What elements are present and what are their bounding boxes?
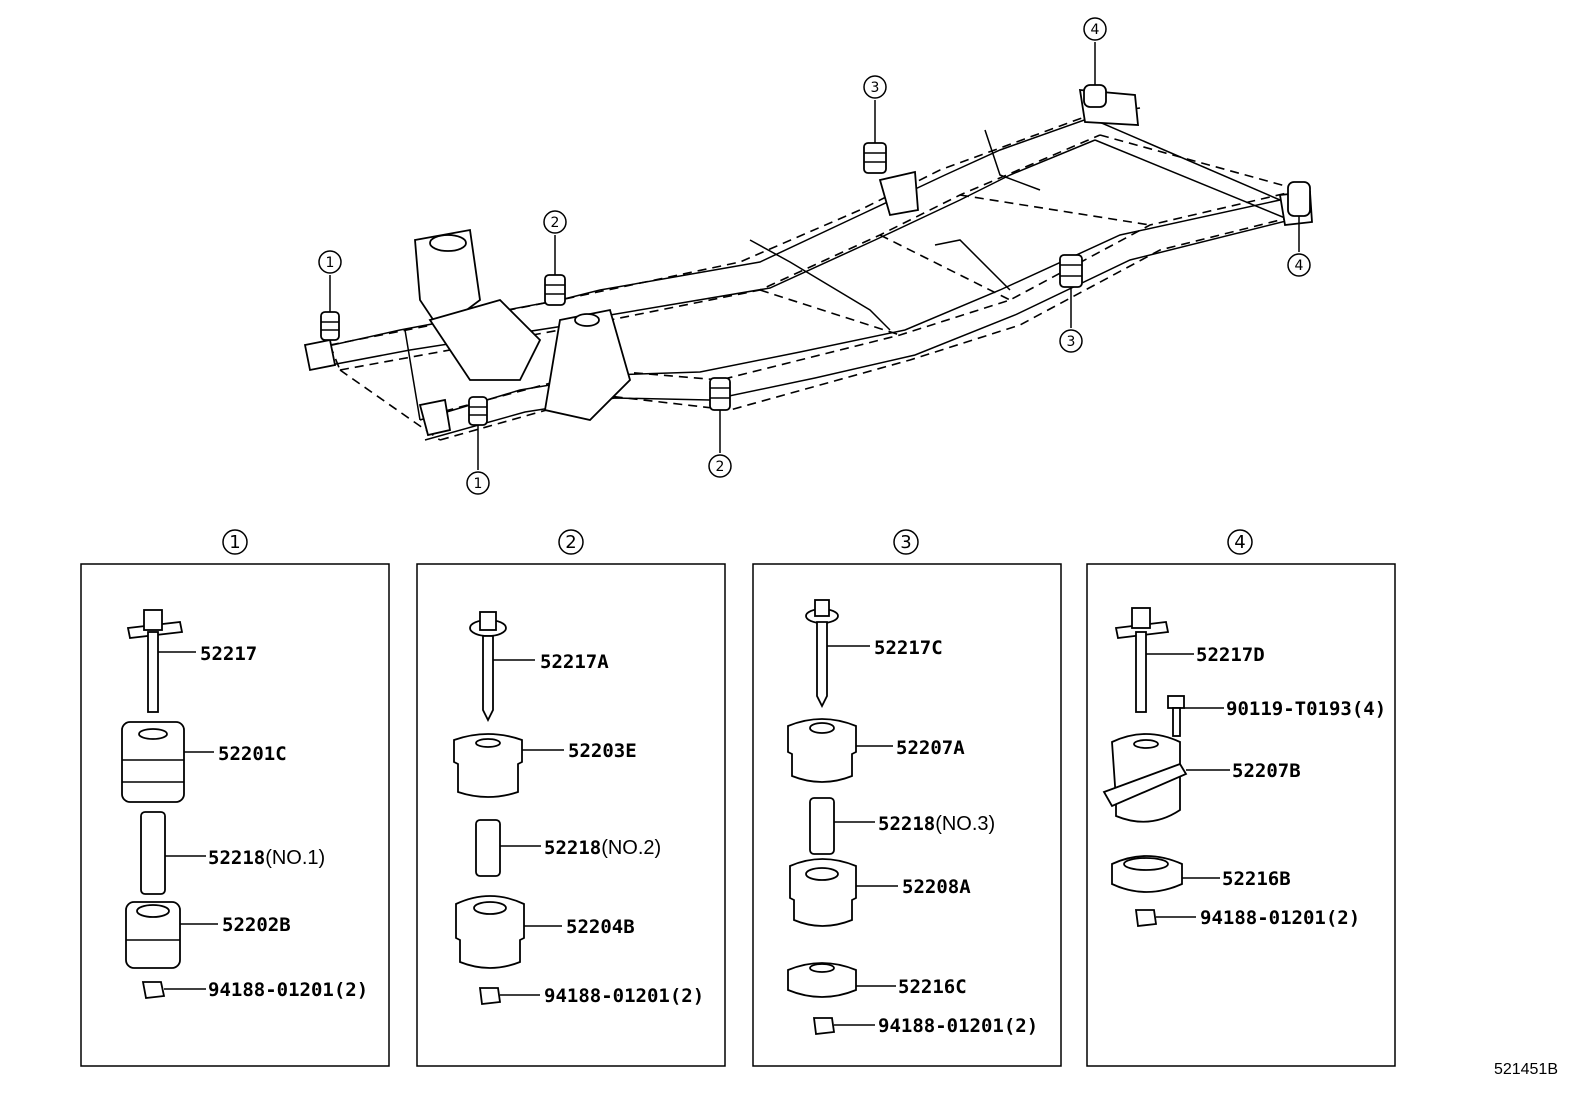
group-3-frame: [752, 563, 1062, 1067]
frame-mount-2a: 2: [543, 210, 567, 306]
frame-mount-2b: 2: [708, 377, 732, 478]
part-label-52203E: 52203E: [568, 740, 637, 762]
part-label-90119-T0193: 90119-T0193(4): [1226, 698, 1386, 720]
part-label-52202B: 52202B: [222, 914, 291, 936]
chassis-frame: [303, 88, 1313, 441]
frame-callout-1a: 1: [326, 255, 335, 271]
frame-callout-4b: 4: [1295, 258, 1304, 274]
group-4-number: 4: [1234, 532, 1245, 553]
part-label-52207A: 52207A: [896, 737, 965, 759]
frame-callout-3b: 3: [1067, 334, 1076, 350]
group-1-number: 1: [229, 532, 240, 553]
group-1: 1 52217 52201C 52218(NO.1) 52202B 94188-…: [80, 529, 390, 1067]
group-2-number: 2: [565, 532, 576, 553]
group-4: 4 52217D 90119-T0193(4) 52207B 52216B 94…: [1086, 529, 1396, 1067]
frame-callout-4a: 4: [1091, 22, 1100, 38]
part-label-52216C: 52216C: [898, 976, 967, 998]
group-1-frame: [80, 563, 390, 1067]
frame-mount-1b: 1: [466, 396, 490, 495]
frame-callout-2a: 2: [551, 215, 560, 231]
frame-callout-2b: 2: [716, 459, 725, 475]
figure-code: 521451B: [1494, 1061, 1558, 1078]
frame-callout-1b: 1: [474, 476, 483, 492]
frame-mount-3b: 3: [1059, 254, 1083, 353]
part-label-52217C: 52217C: [874, 637, 943, 659]
part-label-52204B: 52204B: [566, 916, 635, 938]
group-4-frame: [1086, 563, 1396, 1067]
frame-mount-4a: 4: [1083, 17, 1107, 108]
part-label-52207B: 52207B: [1232, 760, 1301, 782]
part-label-52201C: 52201C: [218, 743, 287, 765]
part-label-52217A: 52217A: [540, 651, 609, 673]
frame-mount-3a: 3: [863, 75, 887, 174]
part-label-52217D: 52217D: [1196, 644, 1265, 666]
part-label-94188-g3: 94188-01201(2): [878, 1015, 1038, 1037]
part-label-94188-g1: 94188-01201(2): [208, 979, 368, 1001]
group-2: 2 52217A 52203E 52218(NO.2) 52204B 94188…: [416, 529, 726, 1067]
frame-mount-1a: 1: [318, 250, 342, 341]
part-label-52218-no2: 52218(NO.2): [544, 837, 661, 859]
part-label-52216B: 52216B: [1222, 868, 1291, 890]
frame-callout-3a: 3: [871, 80, 880, 96]
part-label-52217: 52217: [200, 643, 257, 665]
part-label-52218-no3: 52218(NO.3): [878, 813, 995, 835]
frame-mount-4b: 4: [1287, 181, 1311, 277]
frame-mounts: 1 1 2 2: [318, 17, 1311, 495]
group-3-number: 3: [900, 532, 911, 553]
part-label-52208A: 52208A: [902, 876, 971, 898]
group-2-frame: [416, 563, 726, 1067]
part-label-94188-g2: 94188-01201(2): [544, 985, 704, 1007]
part-label-94188-g4: 94188-01201(2): [1200, 907, 1360, 929]
group-3: 3 52217C 52207A 52218(NO.3) 52208A 52216…: [752, 529, 1062, 1067]
part-label-52218-no1: 52218(NO.1): [208, 847, 325, 869]
